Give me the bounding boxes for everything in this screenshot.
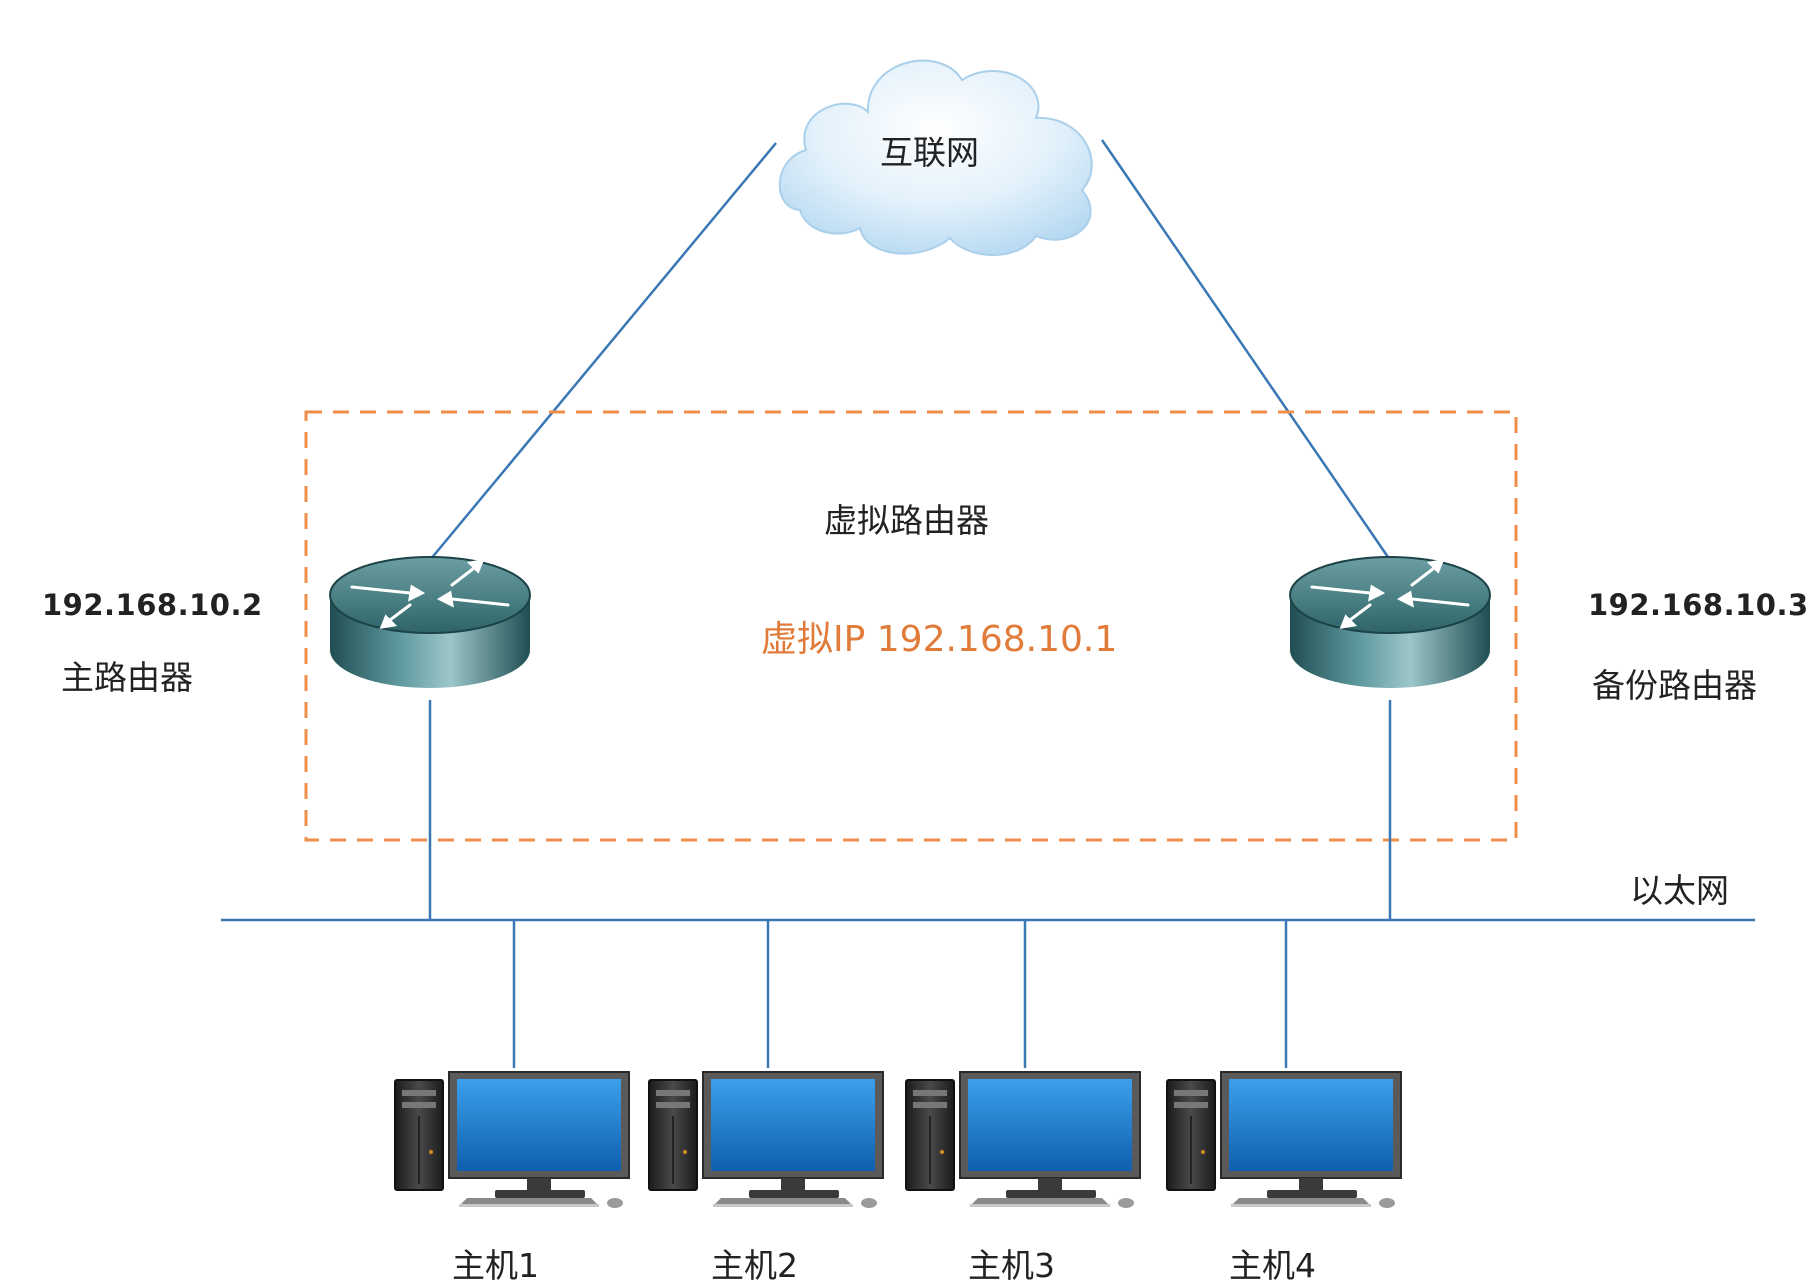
- primary-router-icon: [328, 555, 532, 690]
- host-4-computer-icon: [1166, 1071, 1402, 1209]
- backup-router-icon: [1288, 555, 1492, 690]
- virtual-ip-label: 虚拟IP 192.168.10.1: [761, 619, 1118, 660]
- host-2-label: 主机2: [711, 1246, 798, 1285]
- host-1-computer-icon: [394, 1071, 630, 1209]
- host-4-label: 主机4: [1229, 1246, 1316, 1285]
- primary-router-name: 主路由器: [61, 658, 193, 697]
- host-1-label: 主机1: [452, 1246, 539, 1285]
- host-3-computer-icon: [905, 1071, 1141, 1209]
- host-3-label: 主机3: [968, 1246, 1055, 1285]
- host-2-computer-icon: [648, 1071, 884, 1209]
- ethernet-label: 以太网: [1630, 871, 1729, 910]
- backup-router-ip: 192.168.10.3: [1588, 588, 1809, 622]
- primary-router-ip: 192.168.10.2: [42, 588, 263, 622]
- internet-label: 互联网: [880, 133, 979, 172]
- backup-router-name: 备份路由器: [1592, 666, 1757, 705]
- virtual-router-box: [304, 410, 1518, 842]
- cloud-icon: [778, 59, 1093, 256]
- backup-router-internet-link: [1100, 139, 1392, 561]
- virtual-router-title: 虚拟路由器: [824, 501, 989, 540]
- primary-router-internet-link: [429, 142, 777, 561]
